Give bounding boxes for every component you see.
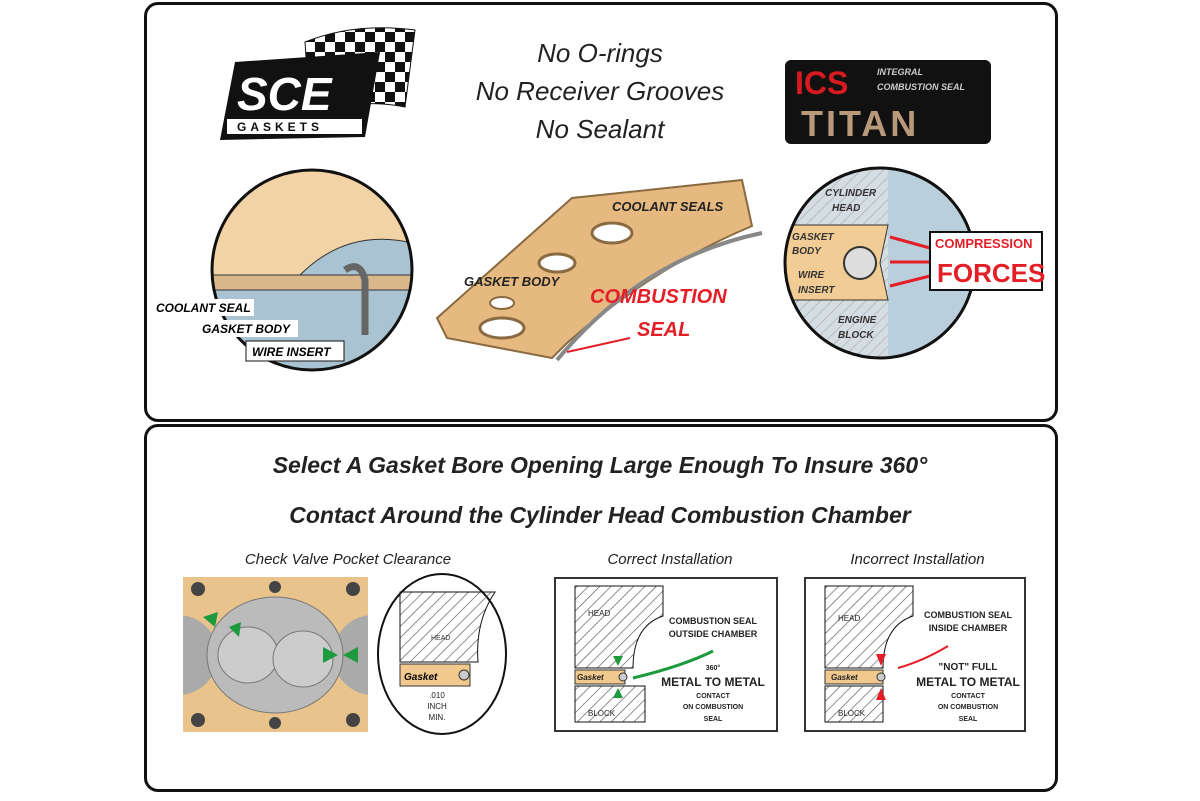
clearance-dimension: INCH [427, 702, 447, 711]
head-label: HEAD [431, 635, 450, 642]
wire-insert-label: WIRE [798, 270, 824, 281]
valve-caption: Check Valve Pocket Clearance [244, 551, 452, 568]
combustion-label: COMBUSTION [590, 286, 727, 308]
engine-block-label: ENGINE [838, 315, 877, 326]
cylinder-head-label: HEAD [832, 203, 860, 214]
ics-text: ICS [795, 65, 848, 101]
incorrect-note: COMBUSTION SEAL [924, 610, 1013, 620]
correct-caption: Correct Installation [607, 551, 733, 568]
correct-note: OUTSIDE CHAMBER [669, 629, 758, 639]
not-full-label: "NOT" FULL [939, 662, 998, 673]
block-label: BLOCK [838, 709, 866, 718]
gasket-body-label: GASKET [792, 232, 835, 243]
headline-line: No Sealant [535, 114, 665, 144]
gasket-diagram: COOLANT SEALS GASKET BODY COMBUSTION SEA… [435, 178, 763, 362]
wire-insert-label: WIRE INSERT [252, 345, 332, 359]
contact-label: CONTACT [951, 693, 985, 700]
incorrect-caption: Incorrect Installation [850, 551, 985, 568]
metal-label: METAL TO METAL [916, 675, 1020, 689]
degree-label: 360° [706, 664, 721, 672]
compression-forces-diagram: CYLINDER HEAD GASKET BODY WIRE INSERT ENGIN… [783, 166, 1045, 360]
clearance-dimension: .010 [429, 691, 445, 700]
gasket-label: Gasket [577, 673, 604, 682]
coolant-seal-label: COOLANT SEAL [156, 301, 251, 315]
contact-label: SEAL [704, 716, 723, 723]
headline-line: No Receiver Grooves [475, 76, 725, 106]
wire-insert-label: INSERT [798, 285, 835, 296]
engine-block-label: BLOCK [838, 330, 874, 341]
contact-label: CONTACT [696, 693, 730, 700]
title-line: Contact Around the Cylinder Head Combust… [289, 502, 911, 528]
title-line: Select A Gasket Bore Opening Large Enoug… [272, 452, 928, 478]
compression-label: COMPRESSION [935, 236, 1033, 251]
ics-titan-logo: ICS INTEGRAL COMBUSTION SEAL TITAN [785, 60, 991, 144]
cylinder-head-label: CYLINDER [825, 188, 877, 199]
contact-label: ON COMBUSTION [938, 704, 998, 711]
titan-line2: COMBUSTION SEAL [877, 82, 965, 92]
headline-line: No O-rings [537, 38, 663, 68]
coolant-seal-closeup: COOLANT SEAL GASKET BODY WIRE INSERT [154, 168, 414, 372]
correct-note: COMBUSTION SEAL [669, 616, 758, 626]
clearance-dimension: MIN. [429, 713, 446, 722]
sce-logo: SCE GASKETS [220, 27, 416, 140]
titan-text: TITAN [801, 103, 919, 144]
titan-line1: INTEGRAL [877, 67, 923, 77]
coolant-seals-label: COOLANT SEALS [612, 199, 724, 214]
head-label: HEAD [838, 614, 860, 623]
contact-label: ON COMBUSTION [683, 704, 743, 711]
valve-pocket-image [183, 577, 368, 732]
gasket-body-label: GASKET BODY [464, 274, 561, 289]
block-label: BLOCK [588, 709, 616, 718]
gasket-body-label: GASKET BODY [202, 322, 291, 336]
sce-logo-text: SCE [237, 68, 333, 120]
sce-logo-subtext: GASKETS [237, 120, 323, 134]
forces-label: FORCES [937, 258, 1045, 288]
correct-installation-diagram: HEAD BLOCK Gasket COMBUSTION SEAL OUTSIDE C… [554, 577, 778, 732]
metal-label: METAL TO METAL [661, 675, 765, 689]
seal-label: SEAL [637, 319, 690, 341]
incorrect-installation-diagram: HEAD BLOCK Gasket COMBUSTION SEAL INSIDE CH… [804, 577, 1026, 732]
incorrect-note: INSIDE CHAMBER [929, 623, 1008, 633]
bottom-title: Select A Gasket Bore Opening Large Enoug… [150, 440, 1050, 540]
gasket-label: Gasket [404, 672, 438, 683]
contact-label: SEAL [959, 716, 978, 723]
headline: No O-rings No Receiver Grooves No Sealan… [450, 34, 750, 148]
head-label: HEAD [588, 609, 610, 618]
gasket-label: Gasket [831, 673, 858, 682]
gasket-body-label: BODY [792, 246, 822, 257]
